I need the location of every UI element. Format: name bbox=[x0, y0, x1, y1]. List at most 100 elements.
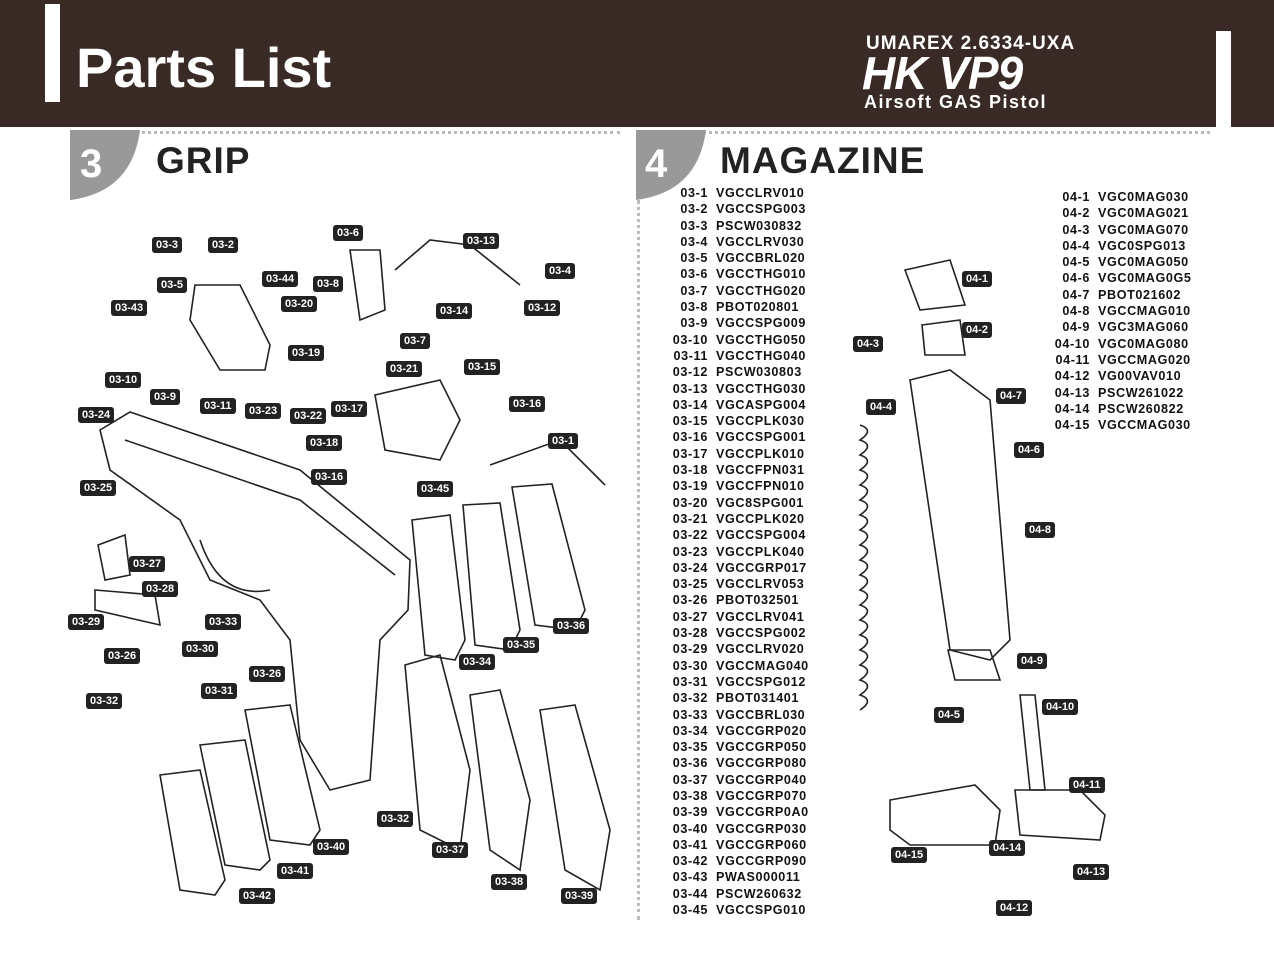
grip-callout-03-34: 03-34 bbox=[459, 654, 496, 670]
part-code: VGCCPLK020 bbox=[716, 511, 805, 526]
part-number: 03-39 bbox=[672, 805, 708, 820]
part-number: 03-18 bbox=[672, 463, 708, 478]
part-code: PSCW030803 bbox=[716, 365, 802, 380]
part-code: VGCCPLK030 bbox=[716, 414, 805, 429]
part-number: 03-42 bbox=[672, 854, 708, 869]
part-code: PSCW260822 bbox=[1098, 401, 1184, 416]
part-code: VGC0SPG013 bbox=[1098, 238, 1186, 253]
grip-callout-03-42: 03-42 bbox=[239, 888, 276, 904]
magazine-section-title: MAGAZINE bbox=[720, 140, 926, 181]
magazine-callout-04-10: 04-10 bbox=[1042, 699, 1079, 715]
part-code: VGC0MAG0G5 bbox=[1098, 271, 1192, 286]
part-number: 04-5 bbox=[1062, 255, 1090, 270]
part-code: VGCCBRL030 bbox=[716, 707, 806, 722]
part-number: 03-40 bbox=[672, 821, 708, 836]
part-number: 03-15 bbox=[672, 414, 708, 429]
part-code: VGC8SPG001 bbox=[716, 495, 804, 510]
part-code: VGCCGRP017 bbox=[716, 560, 807, 575]
part-number: 03-22 bbox=[672, 528, 708, 543]
part-code: VGCCMAG040 bbox=[716, 658, 809, 673]
part-number: 03-19 bbox=[672, 479, 708, 494]
grip-callout-03-18: 03-18 bbox=[306, 435, 343, 451]
part-code: VGC0MAG050 bbox=[1098, 255, 1189, 270]
grip-callout-03-23: 03-23 bbox=[245, 403, 282, 419]
grip-part-row: 03-4 VGCCLRV030 bbox=[672, 234, 809, 250]
magazine-callout-04-6: 04-6 bbox=[1014, 442, 1045, 458]
trigger-housing bbox=[189, 284, 271, 371]
part-number: 03-17 bbox=[672, 446, 708, 461]
part-number: 03-30 bbox=[672, 658, 708, 673]
magazine-follower bbox=[903, 259, 967, 311]
grip-section-badge bbox=[70, 130, 140, 200]
brand-model-number: UMAREX 2.6334-UXA bbox=[866, 33, 1076, 54]
part-number: 03-21 bbox=[672, 511, 708, 526]
part-number: 04-12 bbox=[1054, 369, 1090, 384]
part-code: VGCCLRV030 bbox=[716, 234, 805, 249]
part-code: PBOT021602 bbox=[1098, 287, 1182, 302]
grip-callout-03-16: 03-16 bbox=[311, 469, 348, 485]
part-code: PSCW261022 bbox=[1098, 385, 1184, 400]
grip-callout-03-28: 03-28 bbox=[142, 581, 179, 597]
part-code: VGCCMAG030 bbox=[1098, 418, 1191, 433]
magazine-callout-04-5: 04-5 bbox=[934, 707, 965, 723]
part-code: VGCCTHG040 bbox=[716, 348, 806, 363]
part-code: VGCCGRP060 bbox=[716, 837, 807, 852]
grip-callout-03-39: 03-39 bbox=[561, 888, 598, 904]
sear-part bbox=[349, 249, 386, 322]
grip-callout-03-26: 03-26 bbox=[249, 666, 286, 682]
grip-callout-03-45: 03-45 bbox=[417, 481, 454, 497]
grip-callout-03-35: 03-35 bbox=[503, 637, 540, 653]
part-number: 03-2 bbox=[680, 202, 708, 217]
part-number: 03-4 bbox=[680, 234, 708, 249]
grip-callout-03-43: 03-43 bbox=[111, 300, 148, 316]
grip-callout-03-15: 03-15 bbox=[464, 359, 501, 375]
grip-callout-03-11: 03-11 bbox=[200, 398, 236, 414]
part-number: 04-4 bbox=[1062, 238, 1090, 253]
part-code: VGCCPLK040 bbox=[716, 544, 805, 559]
part-code: PSCW260632 bbox=[716, 886, 802, 901]
magazine-section-number: 4 bbox=[645, 142, 669, 186]
part-code: VGCCSPG010 bbox=[716, 903, 806, 918]
backstrap-panel-1 bbox=[411, 514, 466, 661]
grip-callout-03-14: 03-14 bbox=[436, 303, 473, 319]
part-number: 03-3 bbox=[680, 218, 708, 233]
grip-callout-03-33: 03-33 bbox=[205, 614, 242, 630]
grip-callout-03-37: 03-37 bbox=[432, 842, 469, 858]
magazine-baseplate bbox=[889, 784, 1001, 846]
part-code: VGCCLRV010 bbox=[716, 186, 805, 200]
grip-divider bbox=[75, 131, 620, 134]
part-code: VGCCMAG020 bbox=[1098, 352, 1191, 367]
grip-callout-03-29: 03-29 bbox=[68, 614, 105, 630]
grip-callout-03-36: 03-36 bbox=[553, 618, 590, 634]
grip-callout-03-5: 03-5 bbox=[157, 277, 188, 293]
grip-callout-03-31: 03-31 bbox=[201, 683, 238, 699]
part-number: 04-7 bbox=[1062, 287, 1090, 302]
grip-callout-03-13: 03-13 bbox=[463, 233, 500, 249]
part-number: 03-13 bbox=[672, 381, 708, 396]
magazine-lip bbox=[921, 319, 966, 356]
part-code: VGCCSPG001 bbox=[716, 430, 806, 445]
part-number: 03-35 bbox=[672, 740, 708, 755]
grip-part-row: 03-15 VGCCPLK030 bbox=[672, 413, 809, 429]
part-code: VG00VAV010 bbox=[1098, 369, 1182, 384]
grip-callout-03-10: 03-10 bbox=[105, 372, 142, 388]
part-number: 04-11 bbox=[1055, 352, 1090, 367]
part-code: PBOT031401 bbox=[716, 691, 800, 706]
part-code: VGCCGRP070 bbox=[716, 788, 807, 803]
